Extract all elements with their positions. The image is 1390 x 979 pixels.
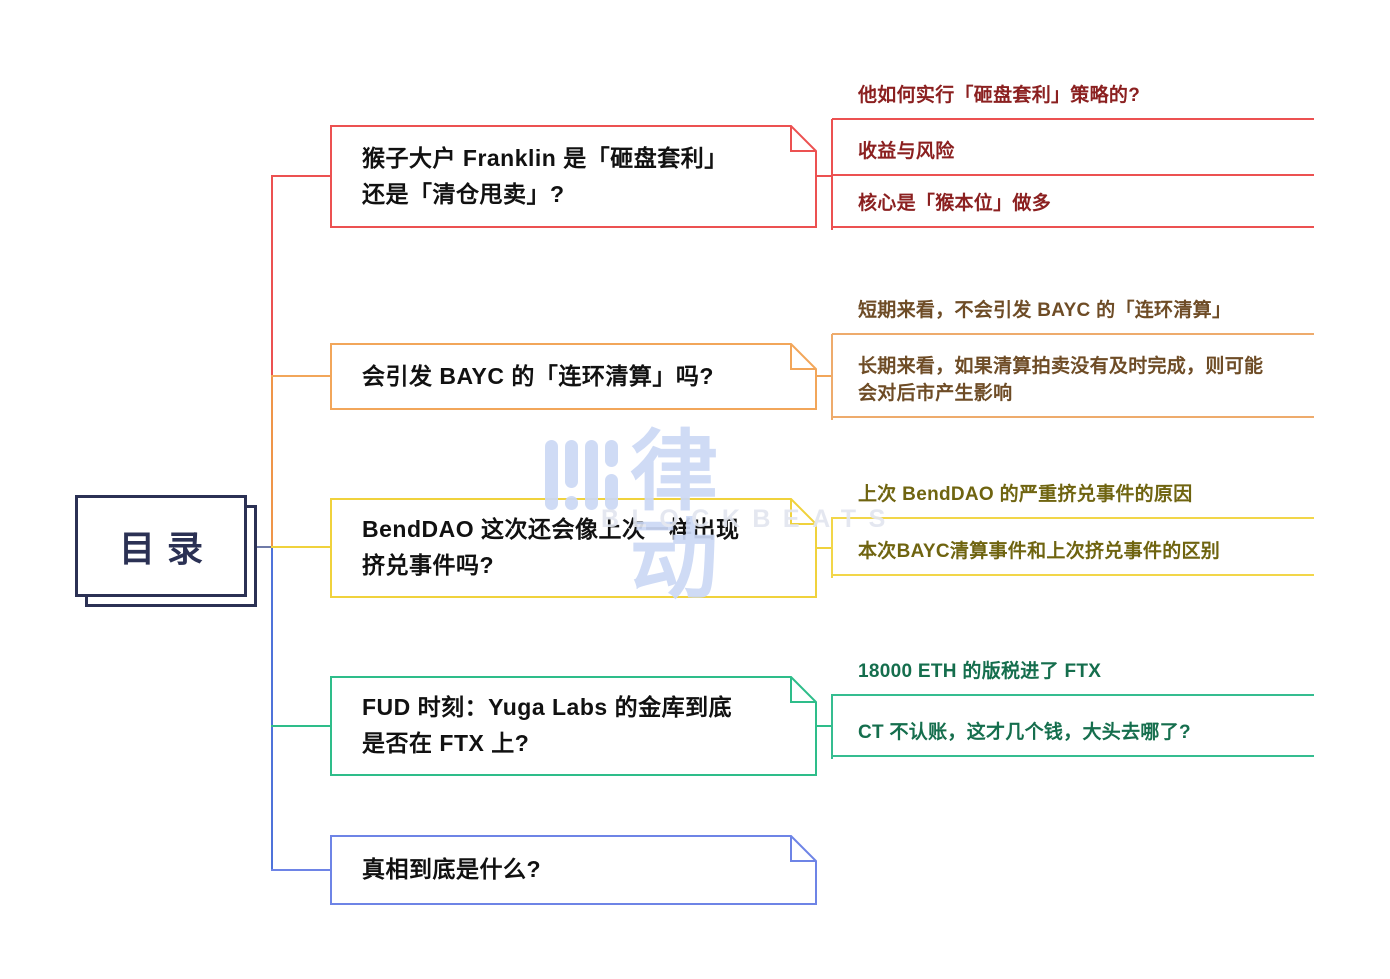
trunk-segment-orange xyxy=(271,375,273,548)
spine-link-orange xyxy=(817,375,831,377)
topic-benddao-bankrun-label: BendDAO 这次还会像上次一样出现 挤兑事件吗? xyxy=(362,516,740,578)
subtopic-ape-standard[interactable]: 核心是「猴本位」做多 xyxy=(832,190,1314,228)
subtopic-royalties-ftx[interactable]: 18000 ETH 的版税进了 FTX xyxy=(832,658,1314,696)
subtopic-short-term[interactable]: 短期来看，不会引发 BAYC 的「连环清算」 xyxy=(832,297,1314,335)
connector-branch-orange xyxy=(271,375,330,377)
waveform-logo-icon xyxy=(605,440,618,467)
topic-franklin[interactable]: 猴子大户 Franklin 是「砸盘套利」 还是「清仓甩卖」? xyxy=(330,125,817,228)
root-node-label: 目录 xyxy=(118,528,215,569)
folded-corner-icon xyxy=(790,498,817,525)
folded-corner-icon xyxy=(790,835,817,862)
topic-truth[interactable]: 真相到底是什么? xyxy=(330,835,817,905)
topic-cascade-liquidation-label: 会引发 BAYC 的「连环清算」吗? xyxy=(362,362,714,389)
folded-corner-icon xyxy=(790,125,817,152)
topic-yuga-ftx-fud-label: FUD 时刻：Yuga Labs 的金库到底 是否在 FTX 上? xyxy=(362,694,733,756)
topic-benddao-bankrun[interactable]: BendDAO 这次还会像上次一样出现 挤兑事件吗? xyxy=(330,498,817,598)
trunk-segment-blue xyxy=(271,546,273,870)
folded-corner-icon xyxy=(790,676,817,703)
connector-branch-yellow xyxy=(271,546,330,548)
topic-franklin-label: 猴子大户 Franklin 是「砸盘套利」 还是「清仓甩卖」? xyxy=(362,144,728,207)
connector-root xyxy=(251,546,271,548)
spine-orange xyxy=(831,334,833,420)
spine-yellow xyxy=(831,517,833,578)
topic-yuga-ftx-fud[interactable]: FUD 时刻：Yuga Labs 的金库到底 是否在 FTX 上? xyxy=(330,676,817,776)
spine-link-green xyxy=(817,725,831,727)
subtopic-risk-reward[interactable]: 收益与风险 xyxy=(832,138,1314,176)
spine-link-red xyxy=(817,175,831,177)
topic-cascade-liquidation[interactable]: 会引发 BAYC 的「连环清算」吗? xyxy=(330,343,817,410)
spine-green xyxy=(831,694,833,759)
topic-truth-label: 真相到底是什么? xyxy=(362,856,542,883)
folded-corner-icon xyxy=(790,343,817,370)
subtopic-long-term[interactable]: 长期来看，如果清算拍卖没有及时完成，则可能 会对后市产生影响 xyxy=(832,353,1314,418)
waveform-logo-icon xyxy=(565,440,578,488)
spine-link-yellow xyxy=(817,547,831,549)
connector-branch-green xyxy=(271,725,330,727)
subtopic-event-difference[interactable]: 本次BAYC清算事件和上次挤兑事件的区别 xyxy=(832,538,1314,576)
connector-branch-blue xyxy=(271,869,330,871)
subtopic-ct-doubt[interactable]: CT 不认账，这才几个钱，大头去哪了? xyxy=(832,719,1314,757)
subtopic-strategy[interactable]: 他如何实行「砸盘套利」策略的? xyxy=(832,82,1314,120)
connector-branch-red xyxy=(271,175,330,177)
trunk-segment-red xyxy=(271,175,273,377)
subtopic-last-bankrun-cause[interactable]: 上次 BendDAO 的严重挤兑事件的原因 xyxy=(832,481,1314,519)
root-node[interactable]: 目录 xyxy=(75,495,247,597)
